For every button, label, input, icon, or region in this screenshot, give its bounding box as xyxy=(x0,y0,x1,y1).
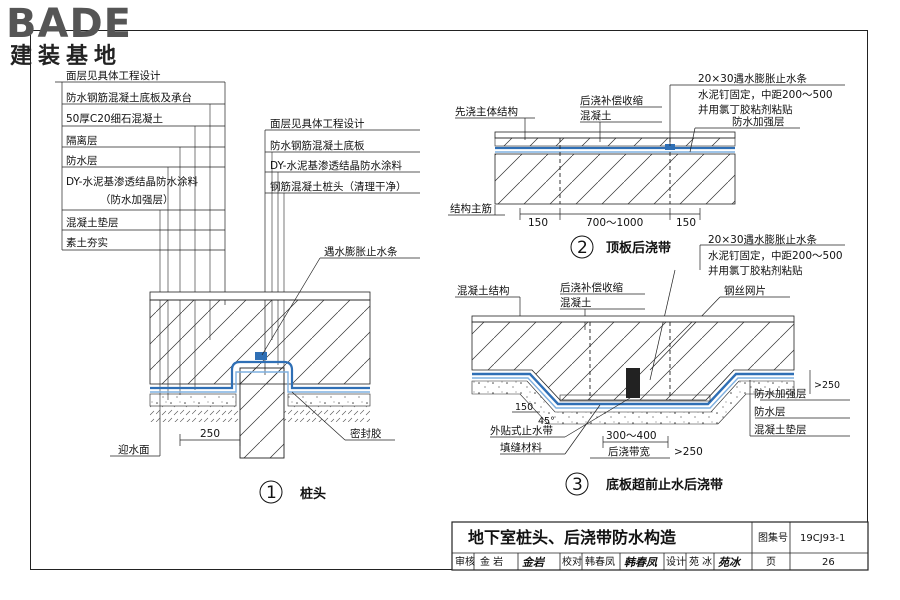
d3-dim-gt250: >250 xyxy=(674,446,703,458)
d1-right-label-2: 防水钢筋混凝土底板 xyxy=(270,139,365,152)
d3-strip-2: 水泥钉固定，中距200～500 xyxy=(708,249,843,262)
d1-water-stop-strip xyxy=(255,352,267,360)
logo-brand: BADE xyxy=(6,1,132,47)
d2-number-circle xyxy=(570,235,594,259)
d2-dim-150-right: 150 xyxy=(676,217,696,229)
check-name: 韩春凤 xyxy=(585,555,615,568)
review-signature: 金岩 xyxy=(522,556,546,569)
d3-concrete-2: 混凝土 xyxy=(560,296,592,309)
d1-right-label-3: DY-水泥基渗透结晶防水涂料 xyxy=(270,159,402,172)
d1-right-label-1: 面层见具体工程设计 xyxy=(270,117,365,130)
d3-number-circle xyxy=(565,472,589,496)
page-label: 页 xyxy=(766,556,776,568)
review-label: 审核 xyxy=(455,555,475,568)
title-block: 地下室桩头、后浇带防水构造 图集号 19CJ93-1 审核 金 岩 金岩 校对 … xyxy=(451,521,869,571)
d3-mesh: 钢丝网片 xyxy=(724,284,766,297)
d3-dim-width: 后浇带宽 xyxy=(608,445,650,458)
d1-water-face: 迎水面 xyxy=(118,444,150,456)
drawing-title: 地下室桩头、后浇带防水构造 xyxy=(468,528,677,547)
d1-pile xyxy=(239,367,285,459)
d3-concrete-1: 后浇补偿收缩 xyxy=(560,281,623,294)
d1-strip-label: 遇水膨胀止水条 xyxy=(324,245,398,258)
d2-dim-150-left: 150 xyxy=(528,217,548,229)
d2-concrete-slab xyxy=(494,153,736,205)
d1-label-2: 防水钢筋混凝土底板及承台 xyxy=(66,91,192,104)
d1-finish-layer xyxy=(149,291,371,301)
d2-main-bar: 结构主筋 xyxy=(450,202,492,215)
d3-caption: 底板超前止水后浇带 xyxy=(606,477,723,493)
detail-3-bottom-slab-post-pour-strip: 20×30遇水膨胀止水条 水泥钉固定，中距200～500 并用氯丁胶粘剂粘贴 混… xyxy=(455,233,850,496)
d2-reinforce: 防水加强层 xyxy=(732,115,785,128)
logo-subtitle: 建装基地 xyxy=(10,44,123,69)
d3-dim-300-400: 300～400 xyxy=(606,430,657,442)
d1-waterproof-layer xyxy=(150,360,370,390)
d3-concrete-slab xyxy=(471,321,795,401)
check-label: 校对 xyxy=(562,555,582,568)
d3-waterproof-layer xyxy=(472,372,794,406)
d3-waterproof: 防水层 xyxy=(754,405,786,418)
d1-label-3: 50厚C20细石混凝土 xyxy=(66,112,163,125)
d2-strip-2: 水泥钉固定，中距200～500 xyxy=(698,88,833,101)
d3-strip-3: 并用氯丁胶粘剂粘贴 xyxy=(708,264,803,277)
drawing-frame xyxy=(30,30,868,570)
design-label: 设计 xyxy=(666,555,686,568)
d2-strip-1: 20×30遇水膨胀止水条 xyxy=(698,72,808,85)
d2-number: 2 xyxy=(577,238,588,258)
design-signature: 苑冰 xyxy=(718,556,742,569)
d2-dim-width: 700～1000 xyxy=(586,217,643,229)
d3-reinforce: 防水加强层 xyxy=(754,387,807,400)
detail-1-layer-labels-left: 面层见具体工程设计 防水钢筋混凝土底板及承台 50厚C20细石混凝土 隔离层 防… xyxy=(55,69,226,412)
d1-label-8: 混凝土垫层 xyxy=(66,216,119,229)
d1-label-5: 防水层 xyxy=(66,154,98,167)
d2-caption: 顶板后浇带 xyxy=(606,240,671,256)
d3-strip-1: 20×30遇水膨胀止水条 xyxy=(708,233,818,246)
review-name: 金 岩 xyxy=(480,555,503,568)
check-signature: 韩春凤 xyxy=(624,556,658,569)
d3-number: 3 xyxy=(572,475,583,495)
d3-dim-150: 150 xyxy=(515,402,533,413)
d1-sealant-label: 密封胶 xyxy=(350,427,382,440)
d1-label-4: 隔离层 xyxy=(66,134,98,147)
atlas-label: 图集号 xyxy=(758,531,788,544)
detail-1-pile-head: 面层见具体工程设计 防水钢筋混凝土底板及承台 50厚C20细石混凝土 隔离层 防… xyxy=(55,69,420,504)
d3-external-stop-label: 外贴式止水带 xyxy=(490,424,553,437)
d1-number: 1 xyxy=(266,483,277,503)
d3-external-water-stop xyxy=(626,368,640,398)
d1-label-6: DY-水泥基渗透结晶防水涂料 xyxy=(66,175,198,188)
d3-dim-side: >250 xyxy=(814,380,840,391)
d1-label-9: 素土夯实 xyxy=(66,236,108,249)
d3-filler-label: 填缝材料 xyxy=(500,441,542,454)
d3-cushion-label: 混凝土垫层 xyxy=(754,423,807,436)
d3-structure: 混凝土结构 xyxy=(457,284,510,297)
d1-right-label-4: 钢筋混凝土桩头（清理干净） xyxy=(270,180,407,193)
d1-number-circle xyxy=(259,480,283,504)
page-number: 26 xyxy=(822,557,835,568)
design-name: 苑 冰 xyxy=(689,555,712,568)
d2-strip-3: 并用氯丁胶粘剂粘贴 xyxy=(698,103,793,116)
d1-soil-right xyxy=(284,406,370,422)
d2-left-structure: 先浇主体结构 xyxy=(455,105,518,118)
d1-cushion-right xyxy=(287,393,371,407)
d1-cushion-left xyxy=(149,393,237,407)
d1-caption: 桩头 xyxy=(300,486,326,502)
d2-concrete-2: 混凝土 xyxy=(580,109,612,122)
atlas-number: 19CJ93-1 xyxy=(800,533,845,544)
d2-concrete-1: 后浇补偿收缩 xyxy=(580,94,643,107)
d1-dim-250: 250 xyxy=(200,428,220,440)
d3-dim-45: 45° xyxy=(538,416,555,427)
d1-label-1: 面层见具体工程设计 xyxy=(66,69,161,82)
logo: BADE 建装基地 xyxy=(6,2,156,74)
d1-soil-left xyxy=(150,406,240,422)
d3-cushion xyxy=(471,380,795,425)
d1-coating-layer xyxy=(150,371,370,393)
d1-label-7: （防水加强层） xyxy=(100,193,174,206)
detail-2-roof-post-pour-strip: 先浇主体结构 后浇补偿收缩 混凝土 20×30遇水膨胀止水条 水泥钉固定，中距2… xyxy=(448,72,845,259)
